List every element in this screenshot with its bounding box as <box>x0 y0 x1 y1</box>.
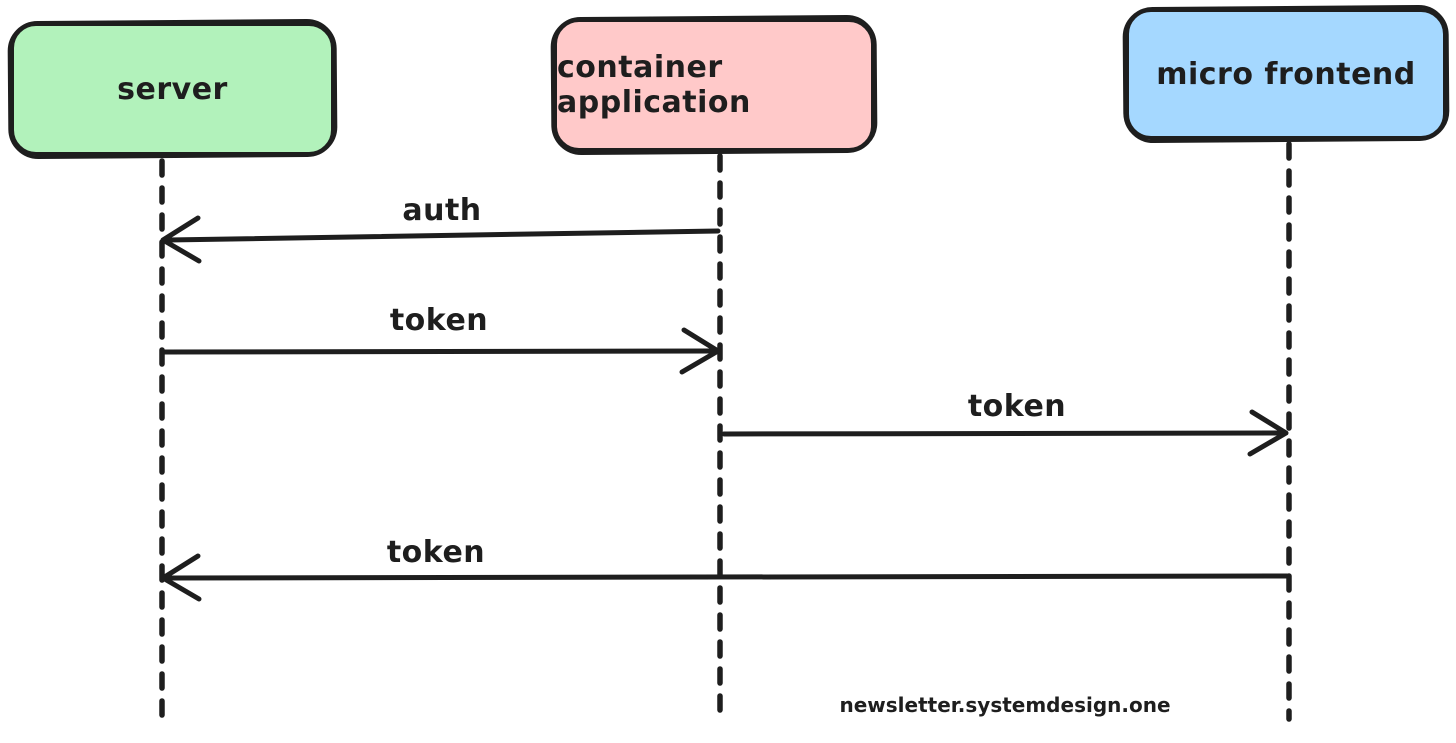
message-label-token-2: token <box>967 389 1067 424</box>
actor-label-container-application: container application <box>557 50 751 120</box>
message-arrow-auth <box>160 215 721 264</box>
message-label-token-1: token <box>389 303 489 338</box>
actor-label-server: server <box>117 71 228 107</box>
message-arrow-token-to-container <box>161 327 721 375</box>
actor-label-micro-frontend: micro frontend <box>1156 56 1416 92</box>
message-arrow-token-to-micro <box>721 409 1289 457</box>
message-arrow-token-to-server <box>160 553 1290 602</box>
message-label-auth: auth <box>402 193 482 228</box>
actor-box-server: server <box>10 22 335 156</box>
actor-box-container-application: container application <box>553 18 875 152</box>
watermark-text: newsletter.systemdesign.one <box>839 693 1171 717</box>
actor-box-micro-frontend: micro frontend <box>1125 8 1447 140</box>
message-label-token-3: token <box>386 535 486 570</box>
